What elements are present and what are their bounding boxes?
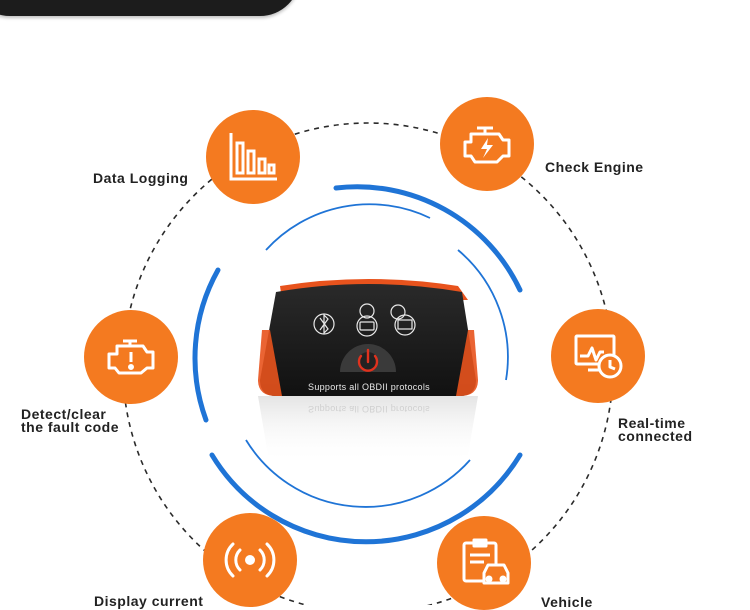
vehicle-bubble <box>437 516 531 610</box>
engine-status-icon <box>356 303 378 337</box>
blue-arc-inner-bottom <box>245 439 471 508</box>
device-protocol-reflection: Supports all OBDII protocols <box>308 404 430 414</box>
display-current-label: Display current <box>94 593 204 609</box>
vehicle-label: Vehicle <box>541 594 593 610</box>
detect-clear-label: Detect/clear the fault code <box>21 406 120 435</box>
display-current-bubble <box>203 513 297 607</box>
top-device-edge <box>0 0 300 16</box>
engine-icon <box>107 339 155 375</box>
device-reflection <box>258 396 478 464</box>
blue-arc-left <box>192 267 221 423</box>
monitor-clock-icon <box>574 334 623 379</box>
engine-warning-icon <box>463 126 511 164</box>
bluetooth-icon <box>313 313 335 335</box>
blue-arc-bottom <box>209 452 523 545</box>
battery-icon <box>390 304 416 336</box>
data-logging-bubble <box>206 110 300 204</box>
signal-broadcast-icon <box>224 542 276 578</box>
blue-arc-inner-right <box>457 249 509 381</box>
check-engine-label: Check Engine <box>545 159 644 175</box>
real-time-bubble <box>551 309 645 403</box>
device-protocol-label: Supports all OBDII protocols <box>308 382 430 392</box>
bar-chart-icon <box>229 133 277 181</box>
detect-clear-bubble <box>84 310 178 404</box>
power-icon <box>340 344 396 372</box>
car-clipboard-icon <box>462 538 510 585</box>
blue-arc-top <box>333 184 523 293</box>
blue-arc-inner-top <box>265 203 431 251</box>
data-logging-label: Data Logging <box>93 170 189 186</box>
obd-device <box>258 279 478 396</box>
check-engine-bubble <box>440 97 534 191</box>
real-time-label: Real-time connected <box>618 415 693 444</box>
